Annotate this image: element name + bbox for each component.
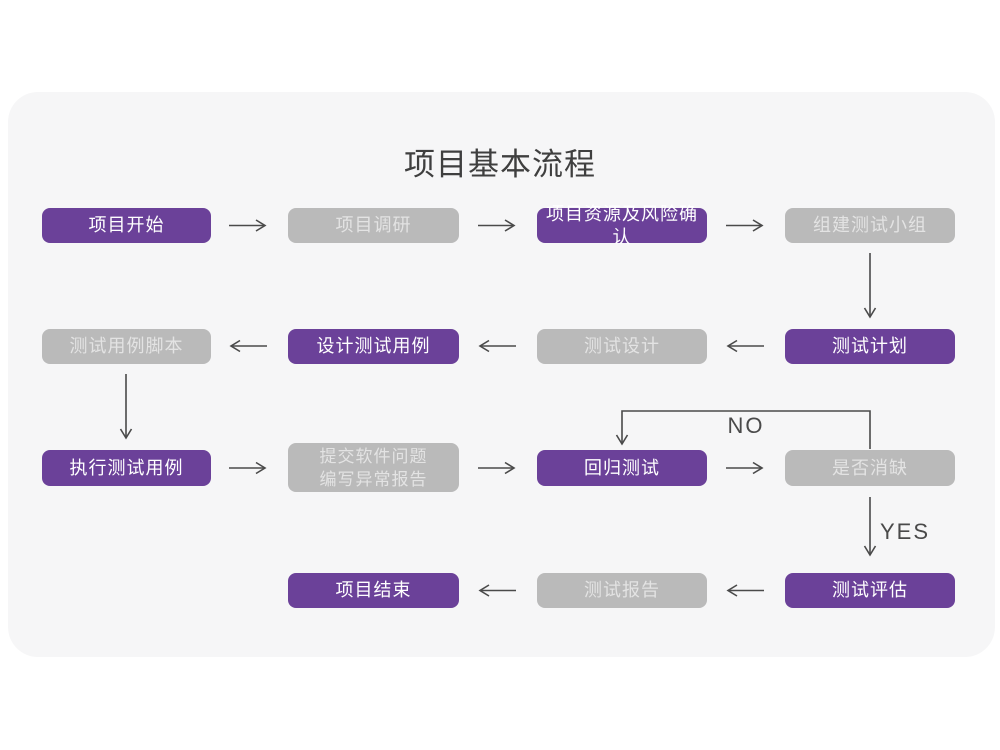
node-submit-issue-report-line2: 编写异常报告 — [319, 469, 428, 489]
edge-label-yes: YES — [880, 519, 931, 544]
node-project-research[interactable]: 项目调研 — [288, 208, 459, 243]
edge-label-no: NO — [727, 413, 765, 438]
node-test-design[interactable]: 测试设计 — [537, 329, 707, 364]
node-test-case-script[interactable]: 测试用例脚本 — [42, 329, 211, 364]
node-resource-risk-confirm[interactable]: 项目资源及风险确认 — [537, 204, 707, 247]
node-defect-cleared[interactable]: 是否消缺 — [785, 450, 955, 486]
node-regression-test[interactable]: 回归测试 — [537, 450, 707, 486]
node-design-test-cases[interactable]: 设计测试用例 — [288, 329, 459, 364]
node-test-plan[interactable]: 测试计划 — [785, 329, 955, 364]
diagram-title: 项目基本流程 — [404, 147, 596, 182]
node-form-test-team[interactable]: 组建测试小组 — [785, 208, 955, 243]
node-test-evaluation[interactable]: 测试评估 — [785, 573, 955, 608]
node-test-report[interactable]: 测试报告 — [537, 573, 707, 608]
node-submit-issue-report-line1: 提交软件问题 — [319, 446, 428, 466]
node-submit-issue-report[interactable]: 提交软件问题 编写异常报告 — [288, 443, 459, 492]
node-project-end[interactable]: 项目结束 — [288, 573, 459, 608]
node-execute-test-cases[interactable]: 执行测试用例 — [42, 450, 211, 486]
node-project-start[interactable]: 项目开始 — [42, 208, 211, 243]
flowchart-card — [8, 92, 995, 657]
